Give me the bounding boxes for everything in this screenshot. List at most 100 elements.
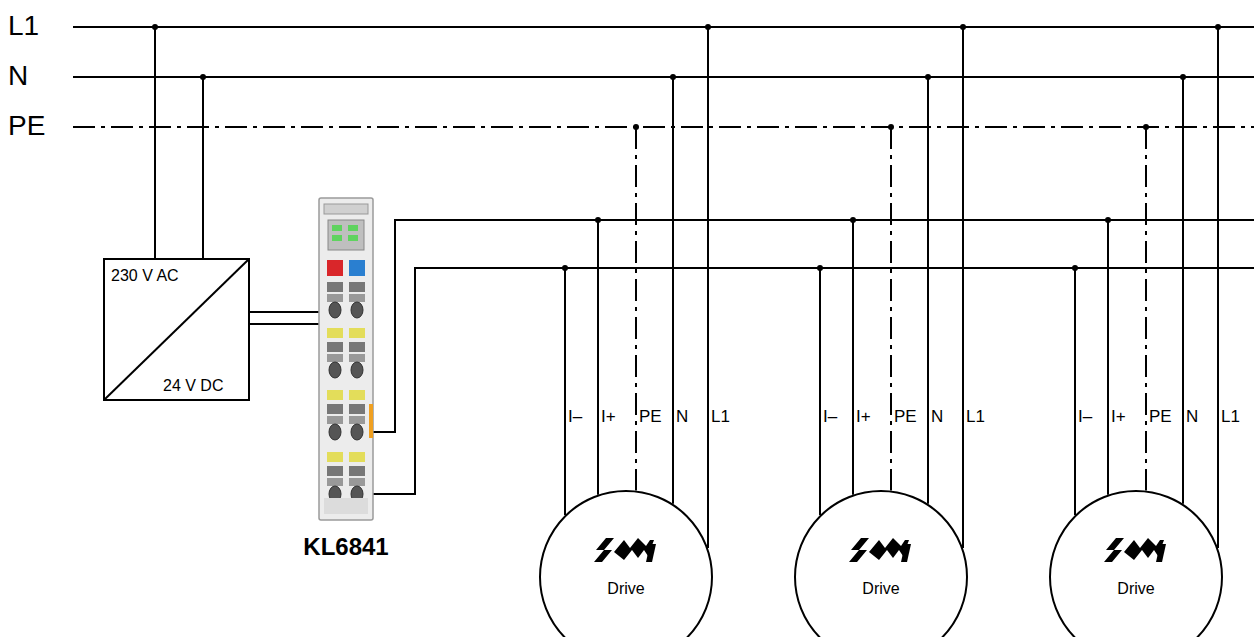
pin-label: L1 [966, 408, 985, 425]
terminal-slot [349, 282, 365, 292]
terminal-slot [327, 404, 343, 414]
drive-circle: Drive [1049, 490, 1223, 637]
led-window [328, 220, 364, 250]
pin-label: PE [894, 408, 917, 425]
terminal-hole [351, 424, 363, 440]
terminal-hole [329, 424, 341, 440]
terminal-marker [349, 328, 365, 338]
pin-label: N [676, 408, 688, 425]
wire-connector [357, 220, 853, 515]
junction-dot [200, 74, 206, 80]
terminal-slot [349, 416, 365, 424]
module-label: KL6841 [303, 535, 388, 559]
rail-label: L1 [8, 12, 39, 40]
terminal-module [300, 198, 392, 570]
terminal-slot [327, 342, 343, 352]
junction-dot [670, 74, 676, 80]
logo-stroke [849, 538, 869, 562]
led [348, 235, 358, 241]
terminal-slot [349, 342, 365, 352]
junction-dot [633, 124, 639, 130]
pin-label: I+ [856, 408, 871, 425]
pin-label: PE [639, 408, 662, 425]
terminal-slot [327, 478, 343, 486]
pin-label: N [1186, 408, 1198, 425]
terminal-slot [327, 282, 343, 292]
module-body [319, 198, 373, 520]
drive-supply-wire [1217, 27, 1219, 548]
junction-dot [152, 24, 158, 30]
junction-dot [705, 24, 711, 30]
pin-label: L1 [711, 408, 730, 425]
terminal-marker [349, 390, 365, 400]
terminal-hole [329, 362, 341, 378]
pin-label: I– [568, 408, 582, 425]
drive-outline [794, 490, 968, 637]
terminal-slot [349, 478, 365, 486]
supply-border [104, 259, 249, 400]
drive-border [1050, 491, 1222, 637]
drive-outline [1049, 490, 1223, 637]
supply-input-label: 230 V AC [111, 268, 179, 284]
power-supply-box: 230 V AC 24 V DC [103, 258, 250, 401]
pin-label: N [931, 408, 943, 425]
logo-stroke [594, 538, 614, 562]
drive-supply-wire [927, 77, 929, 504]
terminal-slot [327, 416, 343, 424]
wire-connector [357, 220, 1108, 515]
drive-border [540, 491, 712, 637]
terminal-marker [327, 328, 343, 338]
terminal-slot [349, 294, 365, 302]
bus-terminal: KL6841 [300, 198, 392, 570]
junction-dot [1143, 124, 1149, 130]
rail-n [73, 76, 1254, 78]
logo-stroke [646, 544, 656, 562]
drive-border [795, 491, 967, 637]
drive-supply-wire [672, 77, 674, 504]
terminal-slot [349, 466, 365, 476]
terminal-slot [327, 294, 343, 302]
drive-label: Drive [607, 581, 644, 597]
drive-drops [562, 24, 1221, 548]
sm-logo [849, 538, 911, 562]
drive-supply-wire [890, 127, 892, 491]
sm-logo [1104, 538, 1166, 562]
drive-supply-wire [635, 127, 637, 491]
drive-supply-wire [962, 27, 964, 548]
junction-dot [960, 24, 966, 30]
terminal-marker [349, 452, 365, 462]
drive-label: Drive [1117, 581, 1154, 597]
drive-supply-wire [1145, 127, 1147, 491]
rail-pe [73, 126, 1254, 128]
terminal-marker [327, 390, 343, 400]
pin-label: I+ [601, 408, 616, 425]
wire-connector [357, 220, 598, 515]
terminal-slot [349, 404, 365, 414]
rail-label: N [8, 62, 28, 90]
junction-dot [1215, 24, 1221, 30]
pin-label: I– [1078, 408, 1092, 425]
terminal-hole [351, 362, 363, 378]
terminal-marker [327, 452, 343, 462]
led [332, 225, 342, 231]
junction-dot [1180, 74, 1186, 80]
pin-label: PE [1149, 408, 1172, 425]
drive-supply-wire [1182, 77, 1184, 504]
supply-output-label: 24 V DC [163, 378, 223, 394]
junction-dot [888, 124, 894, 130]
drive-circle: Drive [539, 490, 713, 637]
terminal-slot [327, 354, 343, 362]
supply-n-wire [202, 77, 204, 258]
rail-label: PE [8, 112, 45, 140]
terminal-slot [349, 354, 365, 362]
module-base [324, 498, 368, 514]
marker-stripe [369, 404, 373, 438]
terminal-hole [351, 302, 363, 318]
pin-label: I– [823, 408, 837, 425]
logo-stroke [1104, 538, 1124, 562]
sm-logo [594, 538, 656, 562]
power-contact [327, 260, 343, 276]
led [348, 225, 358, 231]
drive-outline [539, 490, 713, 637]
terminal-slot [327, 466, 343, 476]
